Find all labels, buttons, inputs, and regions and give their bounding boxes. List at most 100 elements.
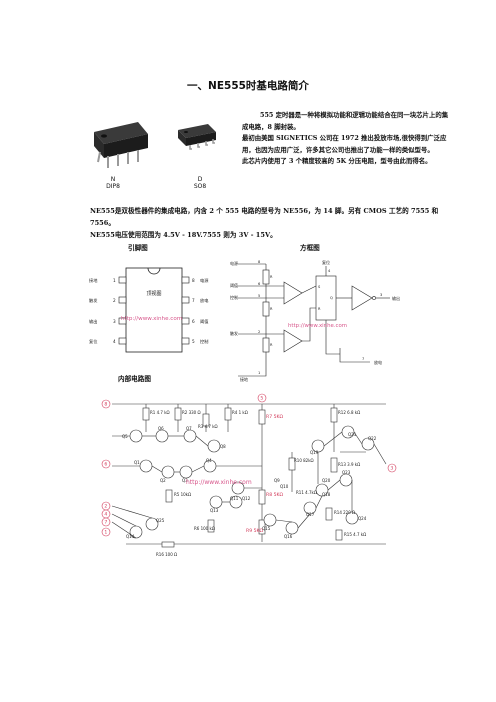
dip-letter: N	[110, 176, 116, 183]
circuit-pin-8: 8	[104, 402, 107, 408]
label-r7: R7 5KΩ	[266, 414, 284, 420]
block-label-reset: 复位	[322, 259, 330, 265]
pin-7-name: 放电	[200, 297, 209, 304]
block-pin-3: 3	[380, 293, 382, 297]
circuit-pin-2: 2	[104, 504, 107, 510]
label-q25: Q25	[156, 518, 165, 523]
so8-label: D SO8	[185, 176, 215, 190]
block-pin-7: 7	[362, 357, 364, 361]
label-q18: Q18	[322, 492, 331, 497]
so8-package	[178, 124, 216, 150]
pin-7-num: 7	[192, 298, 195, 303]
label-r15: R15 4.7 kΩ	[344, 532, 366, 537]
circuit-pin-6: 6	[104, 462, 107, 468]
pin-6-name: 阈值	[200, 318, 208, 325]
block-ff-q: Q	[330, 296, 333, 300]
chip-notch	[147, 267, 161, 275]
chip-top-view-label: 顶视图	[146, 290, 161, 297]
pin-2-num: 2	[113, 298, 116, 303]
label-r10: R10 82kΩ	[294, 458, 314, 463]
label-r6: R6 100 kΩ	[194, 526, 215, 531]
left-pins: 1 2 3 4 接地 触发 输出 复位	[89, 276, 127, 345]
dip8-package	[94, 122, 148, 168]
label-q3: Q3	[182, 478, 188, 483]
label-r9: R9 5KΩ	[246, 528, 264, 534]
circuit-watermark: http://www.xinhe.com	[186, 479, 252, 486]
so-letter: D	[197, 176, 203, 183]
label-q20: Q20	[322, 478, 331, 483]
label-q13: Q13	[210, 508, 219, 513]
label-r16: R16 100 Ω	[156, 552, 177, 557]
circuit-pin-1: 1	[104, 530, 107, 536]
label-q15: Q15	[262, 526, 271, 531]
label-r2: R2 330 Ω	[182, 410, 201, 415]
label-q17: Q17	[306, 512, 315, 517]
block-pin-1: 1	[258, 371, 260, 375]
block-r1: R	[270, 275, 273, 279]
label-q10: Q10	[280, 484, 289, 489]
label-q24: Q24	[358, 516, 367, 521]
intro-line-3: 此芯片内使用了 3 个精度较高的 5K 分压电阻，型号由此而得名。	[242, 157, 432, 166]
label-q8: Q8	[220, 444, 226, 449]
label-q11: Q11	[230, 496, 239, 501]
label-q7: Q7	[186, 426, 192, 431]
block-r3: R	[270, 343, 273, 347]
block-label-trigger: 触发	[230, 330, 238, 336]
label-q6: Q6	[158, 426, 164, 431]
intro-text: 555 定时器是一种将模拟功能和逻辑功能结合在同一块芯片上的集成电路，8 脚封装…	[242, 110, 450, 168]
circuit-pin-7: 7	[104, 520, 107, 526]
circuit-pin-3: 3	[390, 466, 393, 472]
label-q22: Q22	[368, 436, 377, 441]
label-q2: Q2	[160, 478, 166, 483]
pin-8-name: 电源	[200, 277, 209, 284]
label-q12: Q12	[242, 496, 251, 501]
pin-1-num: 1	[113, 278, 116, 283]
label-r8: R8 5KΩ	[266, 492, 284, 498]
label-q4: Q4	[206, 458, 212, 463]
pin-5-name: 控制	[200, 338, 208, 345]
pin-5-num: 5	[192, 339, 195, 344]
label-q1: Q1	[134, 460, 140, 465]
pin-6-num: 6	[192, 319, 195, 324]
block-label-ground: 接地	[240, 376, 248, 382]
block-label-threshold: 阈值	[230, 282, 238, 288]
pinout-watermark: http://www.xinhe.com	[121, 316, 182, 322]
block-pin-6: 6	[258, 282, 261, 286]
so-name: SO8	[193, 183, 207, 190]
block-label-vcc: 电源	[230, 260, 238, 266]
block-r2: R	[270, 307, 273, 311]
pin-1-name: 接地	[89, 277, 98, 284]
block-label-output: 输出	[392, 295, 400, 301]
paragraph-1: NE555是双极性器件的集成电路，内含 2 个 555 电路的型号为 NE556…	[90, 207, 439, 227]
label-q14: Q14	[126, 534, 135, 539]
circuit-pin-5: 5	[260, 396, 263, 402]
label-q19: Q19	[310, 450, 319, 455]
label-r3: R3 4.7 kΩ	[198, 424, 218, 429]
block-label-control: 控制	[230, 294, 238, 300]
label-q23: Q23	[342, 470, 351, 475]
block-pin-4: 4	[328, 269, 331, 273]
dip-name: DIP8	[106, 183, 120, 190]
pinout-diagram: 顶视图 1 2 3 4 接地 触发 输出 复位 8 7 6 5 电源 放电 阈值…	[89, 267, 209, 353]
caption-pinout: 引脚图	[128, 244, 148, 252]
label-q5: Q5	[122, 434, 128, 439]
block-label-discharge: 放电	[374, 359, 382, 365]
circuit-pin-4: 4	[104, 512, 107, 518]
pin-3-name: 输出	[89, 318, 97, 325]
intro-line-1: 555 定时器是一种将模拟功能和逻辑功能结合在同一块芯片上的集成电路，8 脚封装…	[242, 111, 449, 131]
block-pin-5: 5	[258, 294, 260, 298]
label-r1: R1 4.7 kΩ	[150, 410, 170, 415]
block-ff-s: S	[318, 285, 321, 289]
chip-body	[125, 267, 183, 353]
caption-internal: 内部电路图	[118, 375, 151, 383]
block-watermark: http://www.xinhe.com	[288, 323, 347, 329]
block-ff-r: R	[318, 307, 321, 311]
intro-line-2: 最初由美国 SIGNETICS 公司在 1972 推出投放市场,很快得到广泛应用…	[242, 134, 447, 154]
label-r5: R5 10kΩ	[174, 492, 191, 497]
right-pins: 8 7 6 5 电源 放电 阈值 控制	[181, 276, 209, 345]
label-q21: Q21	[348, 432, 357, 437]
pin-3-num: 3	[113, 319, 116, 324]
page-title: 一、NE555时基电路简介	[187, 80, 309, 92]
pin-8-num: 8	[192, 278, 195, 283]
label-r12: R12 6.8 kΩ	[338, 410, 360, 415]
